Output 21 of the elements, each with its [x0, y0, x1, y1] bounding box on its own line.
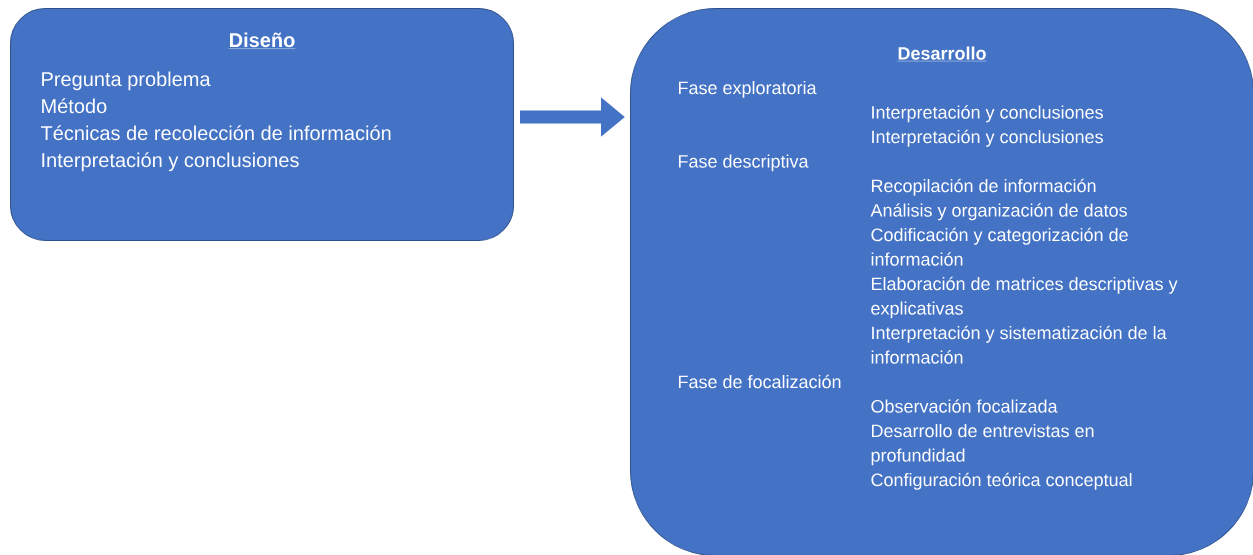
box-heading: Desarrollo [897, 46, 987, 62]
list-item: Observación focalizada [871, 399, 1058, 413]
rounded-box [630, 8, 1253, 555]
list-item: Recopilación de información [872, 178, 1096, 196]
box-heading: Diseño [228, 32, 296, 49]
list-item: Método [42, 98, 107, 114]
phase-label: Fase exploratoria [679, 81, 817, 98]
phase-label: Fase descriptiva [679, 154, 809, 172]
list-item: Análisis y organización de datos [870, 203, 1127, 221]
list-item: Interpretación y conclusiones [42, 152, 299, 172]
list-item: Pregunta problema [42, 71, 211, 91]
list-item: Desarrollo de entrevistas en profundidad [871, 424, 1094, 466]
list-item: Interpretación y sistematización de la información [871, 325, 1167, 364]
list-item: Codificación y categorización de información [871, 227, 1128, 266]
phase-label: Fase de focalización [679, 374, 841, 389]
list-item: Elaboración de matrices descriptivas y explicativas [871, 276, 1178, 319]
list-item: Configuración teórica conceptual [871, 472, 1132, 490]
list-item: Interpretación y conclusiones [872, 129, 1103, 147]
rounded-box [10, 8, 514, 241]
list-item: Interpretación y conclusiones [872, 105, 1103, 123]
list-item: Técnicas de recolección de información [40, 125, 391, 141]
